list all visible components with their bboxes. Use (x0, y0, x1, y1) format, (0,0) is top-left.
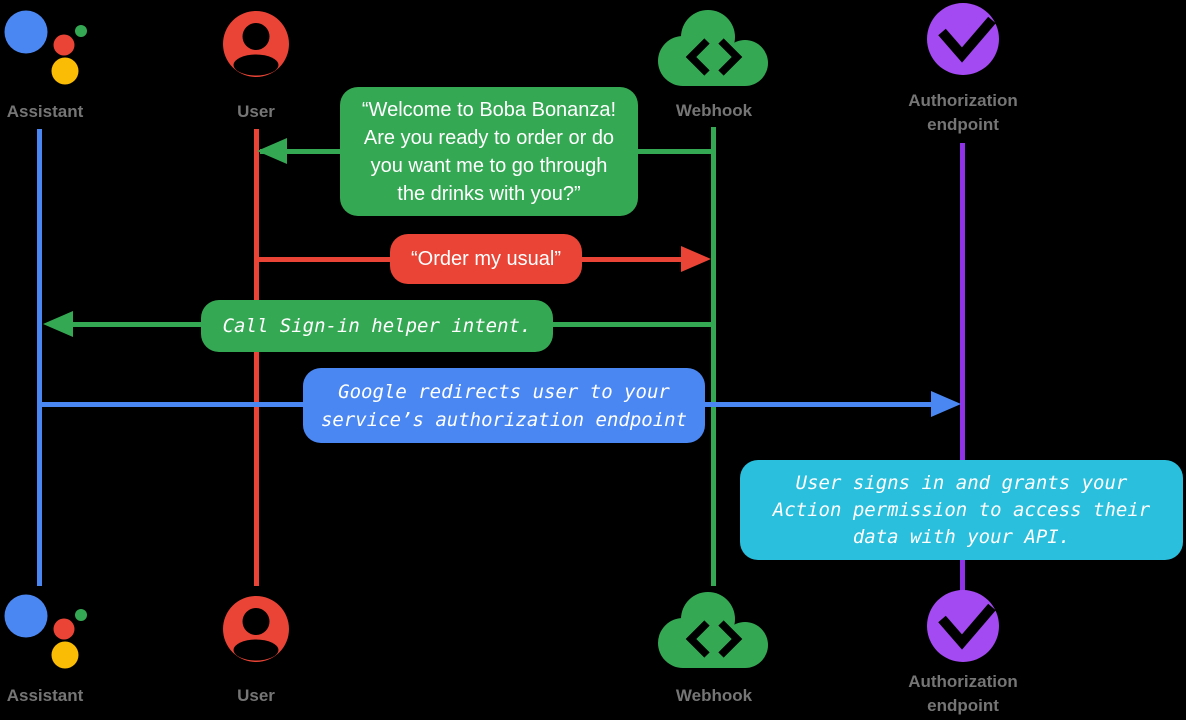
user-label-bottom: User (237, 686, 275, 705)
check-circle-icon (927, 3, 999, 75)
signin-helper-message-bubble: Call Sign-in helper intent. (201, 300, 553, 352)
authorization-label-bottom: Authorization endpoint (908, 672, 1018, 715)
google-assistant-icon (4, 10, 87, 85)
authorization-label-top: Authorization endpoint (908, 91, 1018, 134)
assistant-label-bottom: Assistant (6, 686, 84, 705)
order-arrowhead-icon (681, 246, 711, 272)
user-lifeline (254, 129, 259, 586)
check-circle-icon (927, 590, 999, 662)
redirect-arrowhead-icon (931, 391, 961, 417)
user-icon (223, 596, 289, 662)
webhook-cloud-icon (658, 10, 768, 86)
assistant-lifeline (37, 129, 42, 586)
authorization-lifeline (960, 143, 965, 591)
user-icon (223, 11, 289, 77)
signin-note-bubble: User signs in and grants your Action per… (740, 460, 1183, 560)
order-message-bubble: “Order my usual” (390, 234, 582, 284)
webhook-lifeline (711, 127, 716, 586)
welcome-arrowhead-icon (257, 138, 287, 164)
signin-helper-arrowhead-icon (43, 311, 73, 337)
google-assistant-icon (4, 594, 87, 669)
redirect-message-bubble: Google redirects user to your service’s … (303, 368, 705, 443)
user-label-top: User (237, 102, 275, 121)
assistant-label-top: Assistant (6, 102, 84, 121)
webhook-label-top: Webhook (675, 101, 753, 120)
webhook-label-bottom: Webhook (675, 686, 753, 705)
webhook-cloud-icon (658, 592, 768, 668)
welcome-message-bubble: “Welcome to Boba Bonanza! Are you ready … (340, 87, 638, 216)
